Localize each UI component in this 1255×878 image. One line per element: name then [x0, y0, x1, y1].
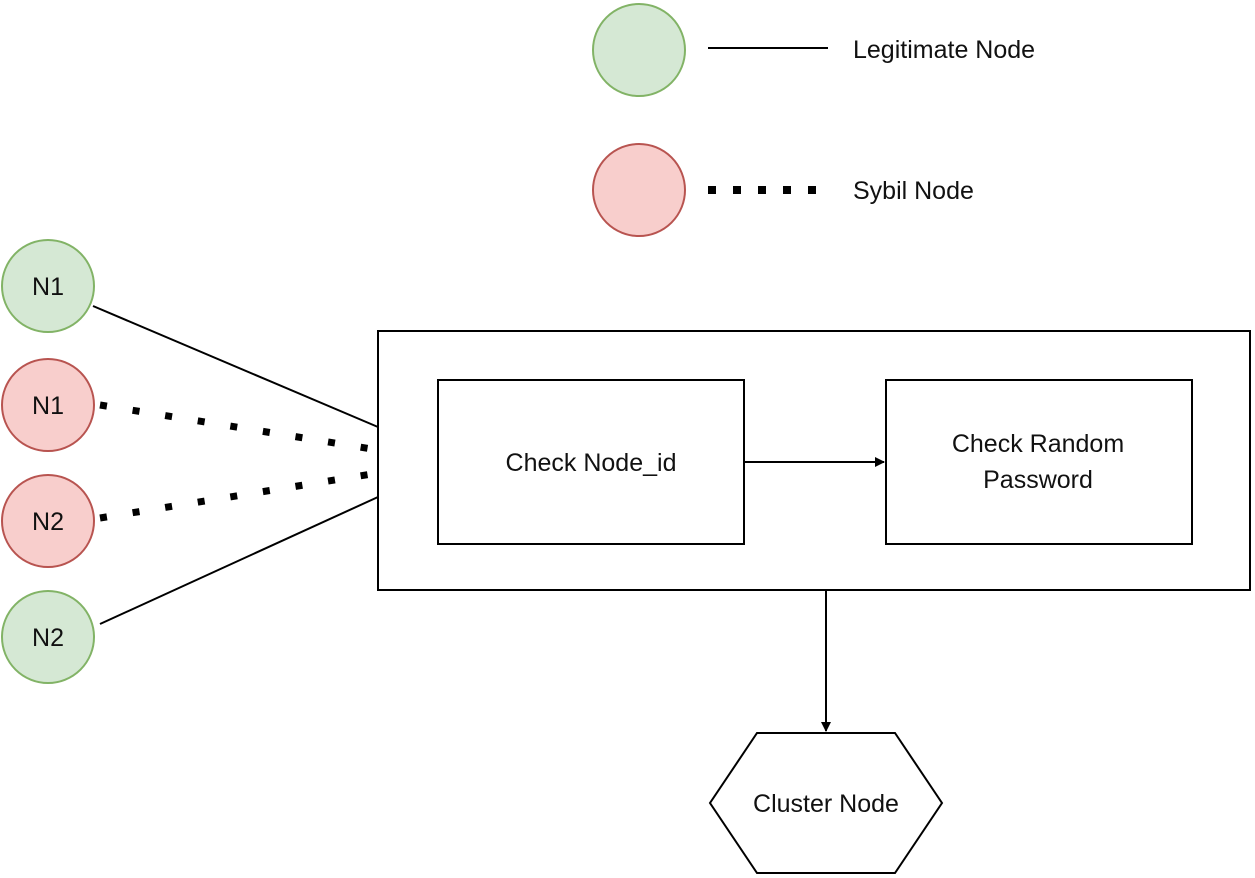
cluster-node: Cluster Node — [708, 732, 944, 874]
node-legitimate-n2: N2 — [1, 590, 95, 684]
check-random-password-label-line2: Password — [983, 466, 1093, 494]
cluster-node-label: Cluster Node — [753, 790, 899, 818]
node-sybil-n1: N1 — [1, 358, 95, 452]
check-random-password-rect — [885, 379, 1193, 545]
connection-sybil-n1 — [99, 401, 379, 454]
node-label: N2 — [32, 624, 64, 652]
connection-sybil-n2 — [99, 469, 379, 522]
check-random-password-label-line1: Check Random — [952, 430, 1124, 458]
legend-legitimate-label: Legitimate Node — [853, 36, 1035, 64]
connection-legitimate-n1 — [92, 305, 379, 428]
node-circle — [1, 239, 95, 333]
check-node-id-box: Check Node_id — [437, 379, 745, 545]
legend: Legitimate Node Sybil Node — [592, 3, 1035, 237]
node-circle — [1, 474, 95, 568]
check-node-id-rect — [437, 379, 745, 545]
node-connections — [92, 305, 379, 625]
cluster-node-hexagon — [708, 732, 944, 874]
node-legitimate-n1: N1 — [1, 239, 95, 333]
legend-sybil-label: Sybil Node — [853, 177, 974, 205]
legend-legitimate-node-icon — [592, 3, 686, 97]
node-sybil-n2: N2 — [1, 474, 95, 568]
check-node-id-label: Check Node_id — [506, 449, 677, 477]
node-circle — [1, 358, 95, 452]
node-label: N1 — [32, 273, 64, 301]
legend-sybil-node-icon — [592, 143, 686, 237]
connection-legitimate-n2 — [99, 496, 379, 625]
node-label: N1 — [32, 392, 64, 420]
check-random-password-box: Check Random Password — [885, 379, 1193, 545]
node-label: N2 — [32, 508, 64, 536]
node-circle — [1, 590, 95, 684]
